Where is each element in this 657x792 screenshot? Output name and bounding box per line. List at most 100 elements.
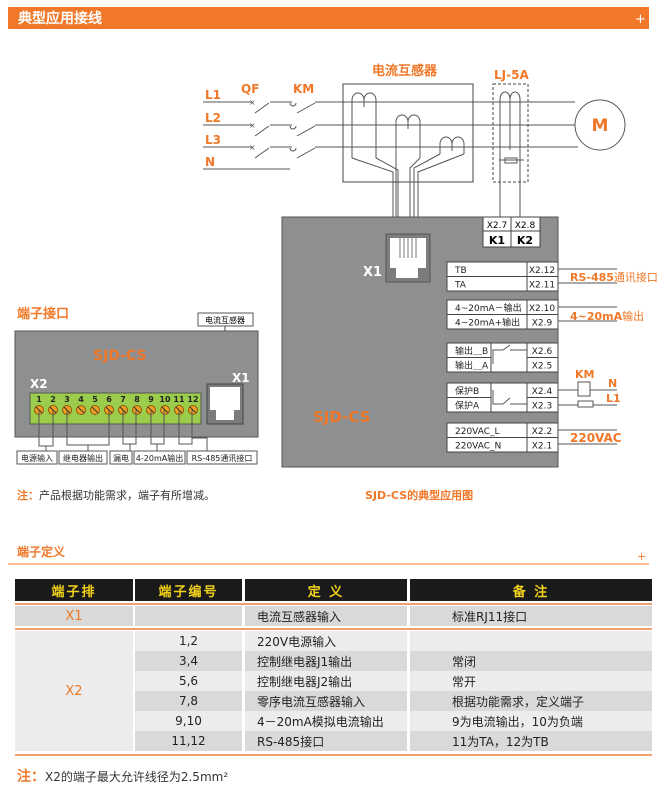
cell-note (410, 631, 652, 651)
external-wires (558, 268, 617, 445)
pin-number: 1 (36, 395, 42, 404)
rj11-pins (399, 238, 417, 258)
note-2-text: X2的端子最大允许线径为2.5mm² (45, 770, 229, 784)
ma-output-label: 4~20mA输出 (570, 309, 644, 323)
note-2: 注：X2的端子最大允许线径为2.5mm² (17, 766, 228, 786)
row-divider (15, 603, 652, 605)
cell-num: 11,12 (135, 731, 242, 751)
ct-label: 电流互感器 (372, 63, 438, 79)
x1-label: X1 (363, 265, 382, 280)
rs485-label: RS-485通讯接口 (570, 271, 657, 284)
terminal-number: X2.11 (529, 281, 555, 291)
terminal-name: 保护B (455, 385, 479, 397)
vac-label: 220VAC (570, 431, 622, 445)
terminal-name: 保护A (455, 400, 480, 412)
terminal-name: 4~20mA－输出 (455, 302, 522, 314)
terminal-name: 输出＿B (455, 345, 488, 357)
terminal-x2-8: X2.8 (515, 221, 536, 231)
section2-expand-icon[interactable]: + (637, 550, 646, 563)
pin-group-wires (38, 410, 208, 451)
x1-port-label: X1 (232, 371, 250, 385)
motor-icon (574, 99, 626, 151)
port-rj11-socket (210, 387, 240, 420)
cell-def: 零序电流互感器输入 (245, 691, 407, 711)
port-title: 端子接口 (17, 306, 69, 322)
terminal-label-box (446, 357, 492, 373)
pin-number: 2 (50, 395, 56, 404)
pin-group-box (133, 450, 186, 465)
cell-note: 常闭 (410, 651, 652, 671)
cell-def: 控制继电器J2输出 (245, 671, 407, 691)
note-1: 注：产品根据功能需求，端子有所增减。 (17, 488, 215, 502)
lj-label: LJ-5A (494, 68, 529, 82)
relay-box (490, 382, 528, 413)
cell-def: RS-485接口 (245, 731, 407, 751)
port-device-name: SJD-CS (93, 348, 147, 364)
svg-text:×: × (249, 98, 256, 107)
terminal-number: X2.10 (529, 304, 555, 314)
terminal-name: 220VAC_N (455, 442, 501, 452)
pin-number: 5 (92, 395, 98, 404)
cell-x1-num (135, 606, 242, 626)
l1-label: L1 (606, 392, 621, 405)
pin-number: 11 (173, 395, 185, 404)
leakage-transformer-box (492, 83, 529, 183)
terminal-number: X2.5 (532, 362, 552, 372)
cell-def: 4－20mA模拟电流输出 (245, 711, 407, 731)
k1-label: K1 (489, 234, 505, 247)
row-divider (15, 628, 652, 630)
pin-group-box (186, 450, 258, 465)
x2-label: X2 (30, 377, 48, 391)
expand-icon[interactable]: + (635, 12, 646, 27)
pin-group-box (109, 450, 133, 465)
cell-def: 控制继电器J1输出 (245, 651, 407, 671)
cell-num: 3,4 (135, 651, 242, 671)
screw-slot (189, 406, 197, 414)
svg-text:×: × (249, 121, 256, 130)
terminal-label-box (446, 397, 492, 413)
terminal-number: X2.3 (532, 402, 552, 412)
cell-num: 5,6 (135, 671, 242, 691)
terminal-name: TB (454, 266, 467, 276)
screw-slot (161, 406, 169, 414)
n-label: N (608, 377, 617, 390)
terminal-number: X2.1 (532, 442, 552, 452)
header-remark: 备 注 (410, 579, 652, 601)
terminal-number: X2.6 (532, 347, 553, 357)
ct-tag: 电流互感器 (205, 315, 245, 325)
pin-number: 8 (134, 395, 140, 404)
pin-number: 6 (106, 395, 112, 404)
terminal-name: TA (454, 281, 467, 291)
pin-group-label: RS-485通讯接口 (192, 453, 253, 463)
pin-number: 3 (64, 395, 70, 404)
pin-number: 7 (120, 395, 126, 404)
header-terminal-row: 端子排 (15, 579, 133, 601)
line-label-l3: L3 (205, 133, 221, 147)
header-terminal-number: 端子编号 (135, 579, 242, 601)
cell-x2: X2 (15, 631, 133, 751)
motor-label: M (592, 116, 609, 136)
line-label-l2: L2 (205, 111, 221, 125)
relay-box (490, 342, 528, 373)
cell-note: 9为电流输出，10为负端 (410, 711, 652, 731)
screw-slot (133, 406, 141, 414)
pin-number: 10 (159, 395, 171, 404)
svg-text:×: × (249, 143, 256, 152)
terminal-number: X2.2 (532, 427, 552, 437)
terminal-number-box (526, 437, 559, 453)
cell-x1-def: 电流互感器输入 (245, 606, 407, 626)
cell-num: 1,2 (135, 631, 242, 651)
qf-label: QF (241, 82, 259, 96)
pin-group-label: 继电器输出 (63, 453, 103, 463)
terminal-x2-7: X2.7 (487, 221, 507, 231)
diagram-caption: SJD-CS的典型应用图 (365, 488, 473, 502)
note-2-prefix: 注： (17, 769, 45, 785)
x2-terminal-block (29, 392, 202, 425)
terminal-name: 220VAC_L (455, 427, 500, 437)
terminal-name: 4~20mA+输出 (455, 317, 520, 329)
terminal-number: X2.12 (529, 266, 555, 276)
power-lines (203, 101, 578, 170)
wiring-diagram: 典型应用接线 + ××× L1 L2 L3 N QF KM 电流互感器 LJ-5… (8, 7, 657, 565)
